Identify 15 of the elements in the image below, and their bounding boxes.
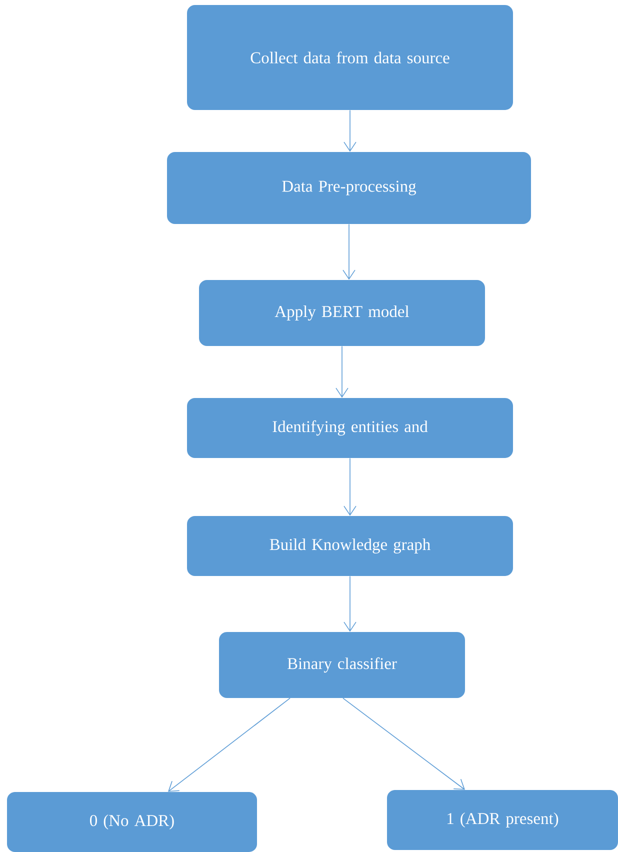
process-box: Build Knowledge graph [187,516,513,576]
arrow [342,224,356,280]
process-box: 1 (ADR present) [387,790,618,850]
arrow [336,346,348,398]
arrow [168,698,290,792]
process-box: Identifying entities and [187,398,513,458]
arrow [344,458,356,516]
arrow [344,576,356,632]
process-box: Binary classifier [219,632,465,698]
process-box: Apply BERT model [199,280,485,346]
process-box: Data Pre-processing [167,152,531,224]
arrow [344,110,356,152]
arrow [342,698,465,790]
process-box: Collect data from data source [187,5,513,110]
process-box: 0 (No ADR) [7,792,257,852]
